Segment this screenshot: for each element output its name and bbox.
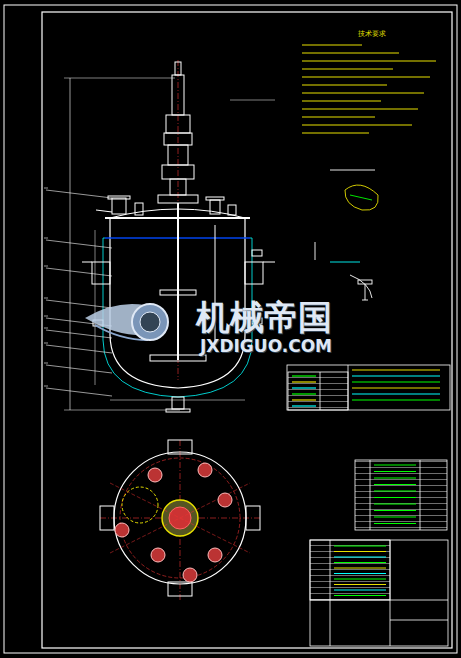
drawing-stroke <box>46 365 112 373</box>
drawing-stroke <box>374 523 416 524</box>
drawing-stroke <box>44 328 48 329</box>
drawing-stroke <box>148 468 162 482</box>
drawing-stroke <box>44 363 48 364</box>
drawing-stroke <box>352 369 440 370</box>
watermark-logo <box>85 304 168 340</box>
drawing-stroke <box>46 190 112 198</box>
drawing-stroke <box>352 381 440 382</box>
drawing-stroke <box>334 595 386 596</box>
drawing-stroke <box>302 76 430 77</box>
drawing-stroke <box>302 52 399 53</box>
drawing-stroke <box>292 399 316 400</box>
drawing-stroke <box>334 556 386 557</box>
drawing-stroke <box>115 523 129 537</box>
drawing-stroke <box>334 589 386 590</box>
drawing-stroke <box>292 387 316 388</box>
drawing-stroke <box>292 393 316 394</box>
drawing-stroke <box>334 584 386 585</box>
drawing-stroke <box>46 240 112 248</box>
drawing-stroke <box>183 568 197 582</box>
drawing-stroke <box>46 300 112 308</box>
drawing-stroke <box>374 503 416 504</box>
drawing-stroke <box>374 510 416 511</box>
drawing-stroke <box>44 298 48 299</box>
drawing-stroke <box>46 388 112 396</box>
drawing-stroke <box>46 330 112 338</box>
drawing-stroke <box>198 463 212 477</box>
drawing-stroke <box>374 516 416 517</box>
notes-heading: 技术要求 <box>358 31 386 38</box>
drawing-stroke <box>352 387 440 388</box>
drawing-stroke <box>334 578 386 579</box>
drawing-stroke <box>292 375 316 376</box>
drawing-stroke <box>302 44 362 45</box>
drawing-stroke <box>292 405 316 406</box>
drawing-stroke <box>374 490 416 491</box>
drawing-stroke <box>44 238 48 239</box>
drawing-stroke <box>44 266 48 267</box>
drawing-stroke <box>374 471 416 472</box>
drawing-stroke <box>151 548 165 562</box>
drawing-stroke <box>302 60 436 61</box>
drawing-stroke <box>302 124 412 125</box>
drawing-stroke <box>302 92 424 93</box>
drawing-stroke <box>334 573 386 574</box>
drawing-stroke <box>44 316 48 317</box>
drawing-stroke <box>302 84 387 85</box>
watermark-text: 机械帝国 <box>196 300 332 334</box>
drawing-stroke <box>302 68 393 69</box>
drawing-stroke <box>334 551 386 552</box>
drawing-stroke <box>292 381 316 382</box>
drawing-stroke <box>352 399 440 400</box>
drawing-stroke <box>374 497 416 498</box>
drawing-stroke <box>334 562 386 563</box>
drawing-stroke <box>302 116 375 117</box>
drawing-stroke <box>208 548 222 562</box>
drawing-stroke <box>334 567 386 568</box>
drawing-stroke <box>374 464 416 465</box>
drawing-stroke <box>46 345 112 353</box>
drawing-stroke <box>46 268 112 276</box>
watermark-url: JXDIGUO.COM <box>200 338 332 355</box>
drawing-stroke <box>44 386 48 387</box>
drawing-stroke <box>44 343 48 344</box>
drawing-stroke <box>374 484 416 485</box>
drawing-stroke <box>302 108 418 109</box>
drawing-stroke <box>352 393 440 394</box>
drawing-stroke <box>334 545 386 546</box>
drawing-stroke <box>218 493 232 507</box>
drawing-stroke <box>302 132 369 133</box>
drawing-stroke <box>302 100 381 101</box>
drawing-stroke <box>44 188 48 189</box>
drawing-stroke <box>374 477 416 478</box>
drawing-stroke <box>352 375 440 376</box>
